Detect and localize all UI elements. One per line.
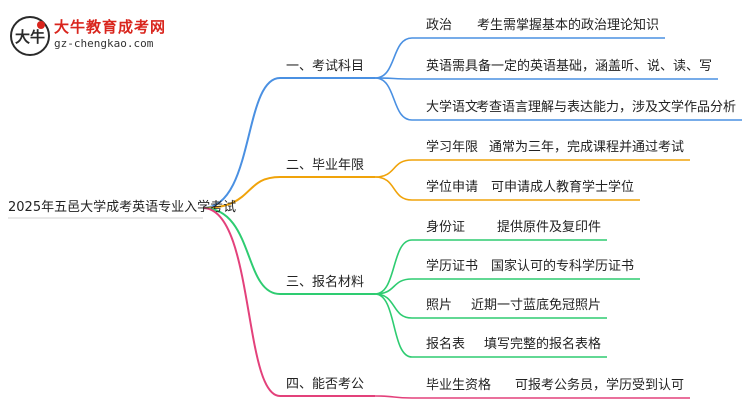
leaf-description: 填写完整的报名表格: [483, 337, 601, 352]
leaf-connector: [374, 239, 413, 295]
leaf-description: 考生需掌握基本的政治理论知识: [476, 18, 659, 33]
leaf-label: 报名表: [426, 337, 466, 352]
branch-connector: [202, 207, 281, 397]
leaf-label: 学历证书: [426, 259, 479, 274]
leaf-connector: [374, 159, 413, 178]
leaf-connector: [374, 77, 413, 121]
leaf-label: 身份证: [426, 220, 466, 235]
branch-connector: [202, 207, 281, 295]
leaf-connector: [374, 176, 413, 201]
leaf-connector: [374, 293, 413, 358]
leaf-description: 通常为三年，完成课程并通过考试: [488, 140, 684, 155]
leaf-connector: [374, 395, 413, 399]
leaf-connector: [374, 37, 413, 79]
leaf-connector: [374, 293, 413, 319]
logo-site-url: gz-chengkao.com: [54, 37, 154, 50]
branch-label: 四、能否考公: [286, 377, 365, 392]
branch-label: 三、报名材料: [286, 275, 365, 290]
logo-mark-text: 大牛: [14, 27, 45, 46]
branch-label: 一、考试科目: [286, 59, 365, 74]
leaf-description: 可申请成人教育学士学位: [490, 180, 634, 195]
leaf-description: 国家认可的专科学历证书: [490, 259, 634, 274]
branch-label: 二、毕业年限: [286, 158, 365, 173]
logo-mark-icon: 大牛: [10, 16, 50, 56]
branch-connector: [202, 77, 281, 209]
leaf-description: 提供原件及复印件: [496, 220, 601, 235]
leaf-label: 照片: [426, 298, 453, 313]
root-topic: 2025年五邑大学成考英语专业入学考试: [8, 200, 237, 215]
leaf-connector: [374, 278, 413, 295]
leaf-label: 政治: [426, 18, 453, 33]
leaf-label: 学习年限: [426, 140, 479, 155]
leaf-label: 毕业生资格: [426, 378, 492, 393]
leaf-description: 考查语言理解与表达能力，涉及文学作品分析: [475, 100, 736, 115]
leaf-description: 近期一寸蓝底免冠照片: [470, 298, 601, 313]
logo-dot-icon: [37, 21, 45, 29]
leaf-description: 需具备一定的英语基础，涵盖听、说、读、写: [451, 59, 712, 74]
leaf-label: 学位申请: [426, 180, 479, 195]
leaf-description: 可报考公务员，学历受到认可: [514, 378, 684, 393]
leaf-label: 大学语文: [426, 100, 479, 115]
leaf-label: 英语: [426, 59, 453, 74]
branch-connector: [202, 176, 281, 209]
logo-site-name: 大牛教育成考网: [54, 18, 167, 36]
site-logo[interactable]: 大牛 大牛教育成考网 gz-chengkao.com: [10, 14, 180, 56]
